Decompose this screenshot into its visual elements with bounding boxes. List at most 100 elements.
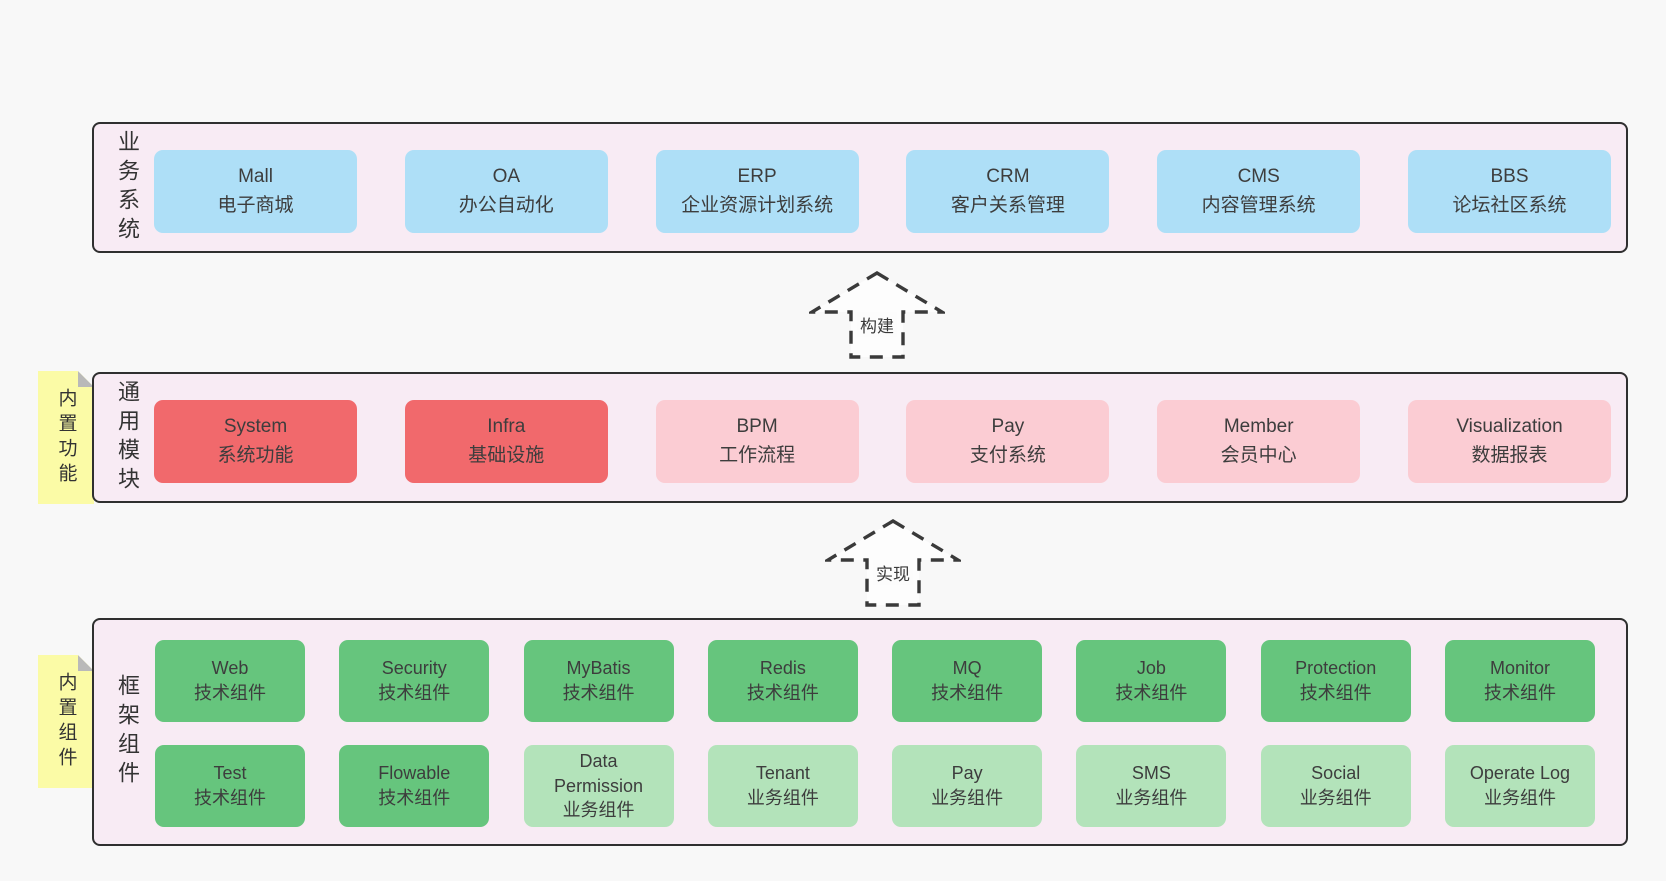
band-common-modules: 通用模块 System 系统功能 Infra 基础设施 BPM 工作流程 Pay… [92,372,1628,503]
box-title: Data Permission [554,750,644,796]
box-subtitle: 系统功能 [217,444,294,466]
box-operate-log: Operate Log 业务组件 [1444,745,1595,827]
box-visualization: Visualization 数据报表 [1407,400,1611,483]
box-subtitle: 技术组件 [378,683,451,703]
box-monitor: Monitor 技术组件 [1444,640,1595,722]
box-subtitle: 客户关系管理 [950,194,1065,216]
box-subtitle: 内容管理系统 [1201,194,1316,216]
dashed-up-arrow-build: 构建 [809,270,945,360]
box-test: Test 技术组件 [155,745,305,827]
band-label-framework-components: 框架组件 [115,674,140,790]
box-title: BBS [1490,166,1529,187]
arrow-label-build: 构建 [857,312,897,337]
box-title: Test [213,763,247,784]
box-title: Visualization [1456,416,1563,437]
box-mq: MQ 技术组件 [892,640,1043,722]
box-title: Redis [759,658,806,679]
box-subtitle: 业务组件 [1115,788,1188,808]
box-title: Social [1311,763,1361,784]
box-subtitle: 论坛社区系统 [1452,194,1567,216]
box-social: Social 业务组件 [1260,745,1411,827]
box-crm: CRM 客户关系管理 [906,150,1110,233]
box-web: Web 技术组件 [155,640,305,722]
box-bpm: BPM 工作流程 [655,400,859,483]
box-subtitle: 技术组件 [746,683,819,703]
box-title: System [223,416,288,437]
box-subtitle: 技术组件 [562,683,635,703]
box-oa: OA 办公自动化 [404,150,608,233]
box-title: Operate Log [1469,763,1570,784]
band-business-systems: 业务系统 Mall 电子商城 OA 办公自动化 ERP 企业资源计划系统 CRM… [92,122,1628,253]
box-job: Job 技术组件 [1076,640,1227,722]
box-subtitle: 技术组件 [194,683,266,703]
box-subtitle: 技术组件 [378,788,451,808]
box-title: SMS [1131,763,1171,784]
box-pay-system: Pay 支付系统 [906,400,1110,483]
box-subtitle: 企业资源计划系统 [681,194,834,216]
box-cms: CMS 内容管理系统 [1157,150,1361,233]
box-pay-component: Pay 业务组件 [892,745,1043,827]
box-title: MyBatis [566,658,631,679]
box-tenant: Tenant 业务组件 [707,745,858,827]
box-title: Flowable [378,763,451,784]
box-title: CRM [986,166,1030,187]
box-subtitle: 技术组件 [1483,683,1556,703]
box-sms: SMS 业务组件 [1076,745,1227,827]
box-subtitle: 技术组件 [931,683,1004,703]
sticky-label: 内置组件 [55,671,77,772]
box-subtitle: 技术组件 [1299,683,1372,703]
box-subtitle: 支付系统 [969,444,1046,466]
box-erp: ERP 企业资源计划系统 [655,150,859,233]
box-mall: Mall 电子商城 [154,150,357,233]
sticky-note-builtin-components: 内置组件 [38,655,94,788]
box-title: Web [211,658,249,679]
box-title: Pay [951,763,983,784]
band-label-common-modules: 通用模块 [115,379,140,496]
framework-components-row-1: Web 技术组件 Security 技术组件 MyBatis 技术组件 Redi… [155,640,1595,722]
box-subtitle: 业务组件 [1483,788,1556,808]
box-subtitle: 工作流程 [719,444,796,466]
box-mybatis: MyBatis 技术组件 [523,640,674,722]
box-title: Monitor [1489,658,1550,679]
box-redis: Redis 技术组件 [707,640,858,722]
box-subtitle: 会员中心 [1220,444,1297,466]
box-bbs: BBS 论坛社区系统 [1407,150,1611,233]
box-subtitle: 业务组件 [1299,788,1372,808]
arrow-label-implement: 实现 [873,560,913,585]
band-framework-components: 框架组件 Web 技术组件 Security 技术组件 MyBatis 技术组件… [92,618,1628,846]
box-title: CMS [1237,166,1280,187]
framework-components-row-2: Test 技术组件 Flowable 技术组件 Data Permission … [155,745,1595,827]
box-system: System 系统功能 [154,400,357,483]
box-title: OA [492,166,521,187]
business-systems-row: Mall 电子商城 OA 办公自动化 ERP 企业资源计划系统 CRM 客户关系… [154,150,1611,233]
box-subtitle: 业务组件 [931,788,1004,808]
box-subtitle: 业务组件 [562,800,635,821]
box-title: Protection [1295,658,1377,679]
box-subtitle: 业务组件 [746,788,819,808]
sticky-note-builtin-features: 内置功能 [38,371,94,504]
box-flowable: Flowable 技术组件 [339,745,490,827]
band-label-business-systems: 业务系统 [115,129,140,246]
box-title: Mall [238,166,273,187]
box-subtitle: 电子商城 [217,194,294,216]
box-member: Member 会员中心 [1157,400,1361,483]
box-title: ERP [737,166,777,187]
box-subtitle: 基础设施 [468,444,545,466]
box-infra: Infra 基础设施 [404,400,608,483]
box-subtitle: 技术组件 [194,788,266,808]
common-modules-row: System 系统功能 Infra 基础设施 BPM 工作流程 Pay 支付系统… [154,400,1611,483]
box-title: Security [381,658,447,679]
box-title: MQ [952,658,982,679]
box-subtitle: 数据报表 [1471,444,1548,466]
box-title: BPM [736,416,778,437]
box-title: Pay [991,416,1025,437]
box-security: Security 技术组件 [339,640,490,722]
box-title: Tenant [755,763,810,784]
box-subtitle: 技术组件 [1115,683,1188,703]
box-title: Job [1136,658,1166,679]
dashed-up-arrow-implement: 实现 [825,518,961,608]
box-title: Member [1223,416,1294,437]
box-data-permission: Data Permission 业务组件 [523,745,674,827]
box-protection: Protection 技术组件 [1260,640,1411,722]
box-title: Infra [487,416,526,437]
